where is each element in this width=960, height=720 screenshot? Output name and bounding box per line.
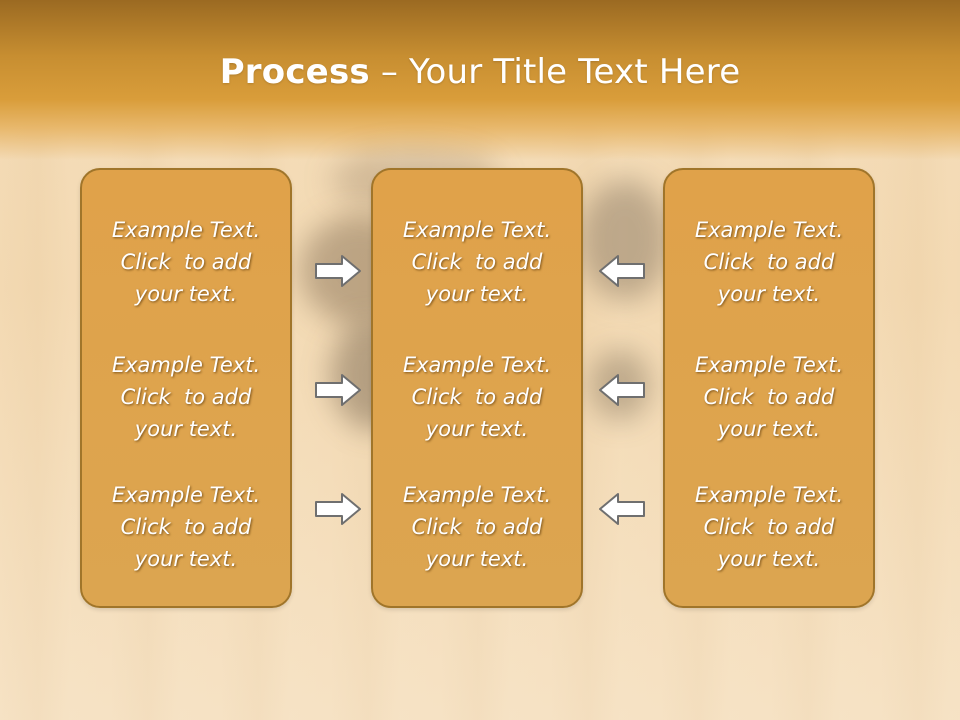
text-line: Example Text. <box>694 483 844 507</box>
text-line: your text. <box>717 417 821 441</box>
process-box-right[interactable]: Example Text. Click to add your text. Ex… <box>663 168 875 608</box>
text-line: Click to add <box>703 385 835 409</box>
text-line: Click to add <box>703 515 835 539</box>
text-line: your text. <box>425 547 529 571</box>
text-line: Example Text. <box>111 483 261 507</box>
left-arrow-icon[interactable] <box>598 372 646 408</box>
text-line: Click to add <box>120 515 252 539</box>
text-line: Click to add <box>411 385 543 409</box>
text-line: Click to add <box>120 385 252 409</box>
text-line: your text. <box>425 417 529 441</box>
text-line: your text. <box>717 547 821 571</box>
right-arrow-icon[interactable] <box>314 372 362 408</box>
slide-title-bold: Process <box>219 52 370 92</box>
background-clip-blur <box>580 180 670 300</box>
process-box-center[interactable]: Example Text. Click to add your text. Ex… <box>371 168 583 608</box>
text-placeholder[interactable]: Example Text. Click to add your text. <box>82 349 290 445</box>
text-placeholder[interactable]: Example Text. Click to add your text. <box>373 479 581 575</box>
text-line: Example Text. <box>694 218 844 242</box>
text-line: your text. <box>717 282 821 306</box>
text-line: Example Text. <box>402 483 552 507</box>
text-placeholder[interactable]: Example Text. Click to add your text. <box>82 214 290 310</box>
text-line: Click to add <box>411 250 543 274</box>
text-placeholder[interactable]: Example Text. Click to add your text. <box>82 479 290 575</box>
text-line: Click to add <box>703 250 835 274</box>
right-arrow-icon[interactable] <box>314 253 362 289</box>
text-placeholder[interactable]: Example Text. Click to add your text. <box>665 479 873 575</box>
text-line: your text. <box>134 282 238 306</box>
text-placeholder[interactable]: Example Text. Click to add your text. <box>373 214 581 310</box>
slide-title[interactable]: Process – Your Title Text Here <box>0 52 960 92</box>
text-line: Click to add <box>120 250 252 274</box>
text-line: Example Text. <box>694 353 844 377</box>
left-arrow-icon[interactable] <box>598 491 646 527</box>
text-line: Example Text. <box>402 218 552 242</box>
text-placeholder[interactable]: Example Text. Click to add your text. <box>373 349 581 445</box>
title-banner <box>0 0 960 160</box>
text-line: Example Text. <box>111 353 261 377</box>
text-line: Example Text. <box>111 218 261 242</box>
text-placeholder[interactable]: Example Text. Click to add your text. <box>665 349 873 445</box>
process-box-left[interactable]: Example Text. Click to add your text. Ex… <box>80 168 292 608</box>
text-line: your text. <box>134 417 238 441</box>
left-arrow-icon[interactable] <box>598 253 646 289</box>
text-line: Example Text. <box>402 353 552 377</box>
slide-title-rest: – Your Title Text Here <box>369 52 741 92</box>
text-placeholder[interactable]: Example Text. Click to add your text. <box>665 214 873 310</box>
right-arrow-icon[interactable] <box>314 491 362 527</box>
text-line: your text. <box>134 547 238 571</box>
text-line: your text. <box>425 282 529 306</box>
text-line: Click to add <box>411 515 543 539</box>
